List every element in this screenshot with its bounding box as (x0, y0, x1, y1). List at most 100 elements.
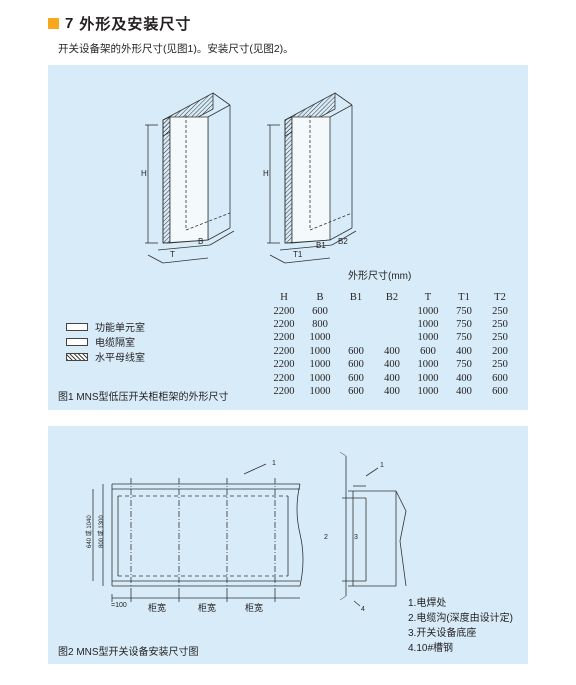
dim-H-2: H (263, 169, 269, 178)
figure-1-caption: 图1 MNS型低压开关柜柜架的外形尺寸 (58, 392, 229, 403)
dim-T1-2: T1 (293, 250, 303, 259)
legend-swatch (66, 337, 88, 346)
note-item: 3.开关设备底座 (408, 628, 477, 639)
table-cell (374, 318, 410, 331)
table-cell: 1000 (309, 332, 331, 344)
section-number: 7 (65, 14, 74, 32)
table-cell: 400 (384, 372, 400, 384)
cabinet-width-label-2: 柜宽 (198, 603, 217, 613)
table-cell: 250 (492, 318, 508, 330)
table-cell: 1000 (417, 372, 439, 384)
left-dim-label: =100 (111, 602, 127, 609)
col-header: T2 (494, 292, 506, 304)
note-item: 1.电焊处 (408, 598, 447, 609)
table-cell: 800 (312, 318, 328, 330)
col-header: T (424, 292, 432, 304)
installation-drawings (92, 451, 407, 607)
table-cell: 600 (492, 372, 508, 384)
table-cell: 2200 (273, 305, 295, 317)
table-cell: 600 (312, 305, 328, 317)
table-cell: 1000 (417, 332, 439, 344)
table-cell (374, 331, 410, 344)
table-cell: 600 (348, 372, 364, 384)
table-cell: 2200 (273, 385, 295, 397)
cabinet-width-label-1: 柜宽 (148, 603, 167, 613)
table-cell: 1000 (417, 305, 439, 317)
dim-B1-2: B1 (316, 241, 326, 250)
table-cell (374, 304, 410, 317)
table-cell: 1000 (417, 385, 439, 397)
table-cell: 400 (456, 385, 472, 397)
table-cell: 750 (456, 305, 472, 317)
legend-label: 电缆隔室 (95, 338, 135, 349)
col-header: B (316, 292, 324, 304)
table-cell (338, 331, 374, 344)
drawing-title: 外形尺寸(mm) (348, 271, 412, 282)
table-cell: 1000 (417, 359, 439, 371)
plan-view-drawing (92, 463, 304, 602)
callout-2: 2 (324, 534, 328, 541)
table-cell: 2200 (273, 332, 295, 344)
table-cell: 1000 (309, 359, 331, 371)
section-view-drawing (339, 451, 407, 607)
legend: 功能单元室 电缆隔室 水平母线室 (66, 319, 145, 364)
cabinet-width-label-3: 柜宽 (245, 603, 264, 613)
col-header: T1 (458, 292, 470, 304)
dim-B-1: B (198, 237, 204, 246)
col-header: B1 (349, 292, 363, 304)
v-dim-label-1: 640 或 1040 (87, 515, 93, 548)
table-cell: 2200 (273, 345, 295, 357)
table-cell: 200 (492, 345, 508, 357)
figure-2-panel: 1 1 2 3 4 640 或 1040 800 或 1300 =100 柜宽 … (48, 426, 528, 664)
table-cell: 600 (420, 345, 436, 357)
note-item: 2.电缆沟(深度由设计定) (408, 613, 513, 624)
section-heading: 7 外形及安装尺寸 (48, 12, 191, 34)
table-cell: 2200 (273, 372, 295, 384)
table-cell: 600 (348, 385, 364, 397)
table-cell: 2200 (273, 359, 295, 371)
table-cell (338, 304, 374, 317)
intro-text: 开关设备架的外形尺寸(见图1)。安装尺寸(见图2)。 (58, 43, 294, 55)
table-cell: 250 (492, 359, 508, 371)
legend-label: 水平母线室 (95, 353, 145, 364)
dim-B2-2: B2 (338, 237, 348, 246)
cabinet-2-drawing (267, 92, 357, 264)
callout-3: 3 (354, 534, 358, 541)
callout-1-plan: 1 (272, 460, 276, 467)
table-cell: 2200 (273, 318, 295, 330)
notes-list: 1.电焊处 2.电缆沟(深度由设计定) 3.开关设备底座 4.10#槽钢 (408, 596, 513, 656)
legend-item: 电缆隔室 (66, 334, 145, 349)
table-cell: 1000 (417, 318, 439, 330)
table-cell: 1000 (309, 385, 331, 397)
table-cell: 1000 (309, 372, 331, 384)
table-cell (338, 318, 374, 331)
dim-H-1: H (141, 169, 147, 178)
dim-T-1: T (170, 250, 175, 259)
note-item: 4.10#槽钢 (408, 643, 454, 654)
table-cell: 600 (348, 345, 364, 357)
section-title: 外形及安装尺寸 (79, 15, 192, 33)
table-header-row: H B B1 B2 T T1 T2 (266, 291, 518, 304)
cabinet-1-drawing (145, 92, 235, 264)
col-header: H (280, 292, 288, 304)
table-cell: 400 (456, 345, 472, 357)
legend-swatch (66, 322, 88, 331)
table-cell: 750 (456, 332, 472, 344)
table-cell: 400 (384, 359, 400, 371)
table-row: 2200 1000 600 400 1000 400 600 (266, 371, 518, 384)
col-header: B2 (385, 292, 399, 304)
figure-1-panel: H T B H T1 B1 B2 外形尺寸(mm) 功能单元室 电缆隔室 水平母… (48, 65, 528, 410)
callout-1-section: 1 (380, 462, 384, 469)
table-cell: 400 (456, 372, 472, 384)
table-cell: 600 (492, 385, 508, 397)
legend-label: 功能单元室 (95, 323, 145, 334)
legend-item: 功能单元室 (66, 319, 145, 334)
table-cell: 1000 (309, 345, 331, 357)
